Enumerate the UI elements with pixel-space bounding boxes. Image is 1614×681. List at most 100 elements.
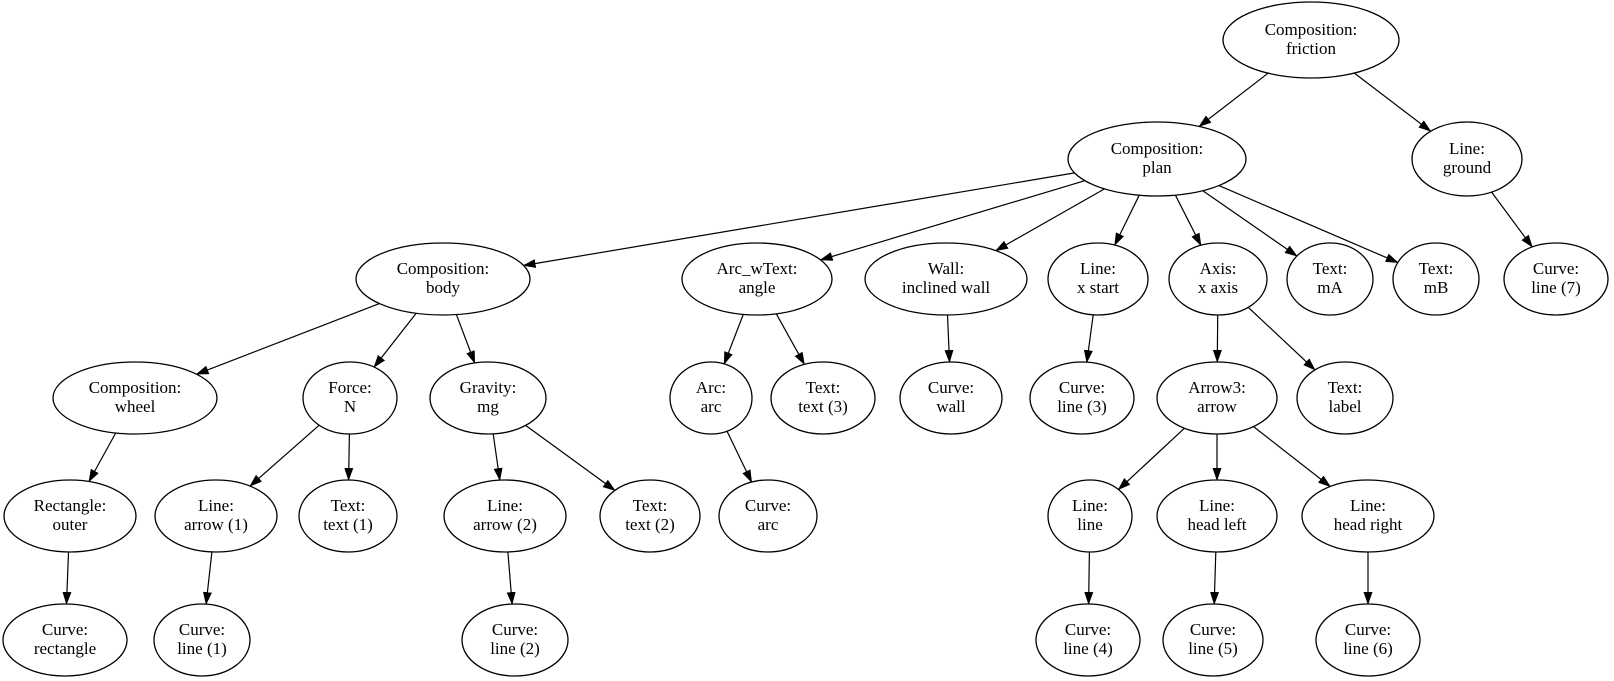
node-label-line1: Curve: [492, 620, 538, 639]
node-mA: Text:mA [1286, 242, 1374, 316]
node-label-line1: Line: [487, 496, 523, 515]
node-label-line2: line (6) [1343, 639, 1393, 658]
node-label: Arc_wText:angle [717, 259, 798, 297]
edge-plan-xaxis [1174, 194, 1202, 247]
node-label: Line:x start [1077, 259, 1119, 297]
node-arrow3: Arrow3:arrow [1156, 361, 1278, 435]
node-ellipse [1156, 361, 1278, 435]
edge-lineline-line4 [1084, 551, 1094, 605]
edge-plan-mA [1202, 190, 1298, 257]
node-label-line1: Composition: [89, 378, 182, 397]
node-label-line2: body [426, 278, 461, 297]
node-label: Curve:line (7) [1531, 259, 1581, 297]
node-label: Curve:wall [928, 378, 974, 416]
edge-gravity-arrow2 [492, 433, 503, 482]
node-label-line1: Curve: [179, 620, 225, 639]
node-label-line2: x start [1077, 278, 1119, 297]
node-line7: Curve:line (7) [1503, 242, 1609, 316]
node-label-line1: Line: [1080, 259, 1116, 278]
node-ellipse [52, 361, 218, 435]
node-label: Axis:x axis [1198, 259, 1238, 297]
node-wall: Wall:inclined wall [864, 242, 1028, 316]
node-ellipse [599, 479, 701, 553]
node-label: Composition:body [397, 259, 490, 297]
node-label-line2: line (4) [1063, 639, 1113, 658]
edge-arrow3-headright [1253, 426, 1331, 488]
node-body: Composition:body [355, 242, 531, 316]
node-label-line1: Arc_wText: [717, 259, 798, 278]
node-label-line2: arc [758, 515, 779, 534]
node-arrow1: Line:arrow (1) [154, 479, 278, 553]
node-label-line1: Gravity: [460, 378, 517, 397]
node-label-line2: line (1) [177, 639, 227, 658]
node-label: Gravity:mg [460, 378, 517, 416]
node-ellipse [899, 361, 1003, 435]
node-ellipse [154, 479, 278, 553]
node-label: Wall:inclined wall [902, 259, 991, 297]
node-label: Line:arrow (1) [184, 496, 248, 534]
node-label-line1: Line: [1449, 139, 1485, 158]
node-xstart: Line:x start [1047, 242, 1149, 316]
node-label-line2: label [1328, 397, 1361, 416]
node-arc: Arc:arc [669, 361, 753, 435]
node-label-line1: Text: [1328, 378, 1363, 397]
node-label-line1: Arrow3: [1188, 378, 1246, 397]
node-label-line2: mg [477, 397, 499, 416]
node-label: Line:head left [1188, 496, 1247, 534]
node-label-line2: line (3) [1057, 397, 1107, 416]
node-curvearc: Curve:arc [718, 479, 818, 553]
node-ellipse [1029, 361, 1135, 435]
edge-forceN-text1 [344, 433, 354, 481]
node-ellipse [1168, 242, 1268, 316]
edge-plan-angle [819, 180, 1085, 261]
node-label-line2: ground [1443, 158, 1492, 177]
node-label: Composition:friction [1265, 20, 1358, 58]
node-label-line1: Wall: [928, 259, 964, 278]
node-text1: Text:text (1) [298, 479, 398, 553]
node-label-line2: inclined wall [902, 278, 991, 297]
node-ellipse [1503, 242, 1609, 316]
node-ellipse [718, 479, 818, 553]
node-label-line2: N [344, 397, 356, 416]
node-ellipse [1047, 479, 1133, 553]
node-label-line2: arc [701, 397, 722, 416]
node-label-line1: Axis: [1200, 259, 1237, 278]
node-label-line1: Force: [328, 378, 371, 397]
node-lineline: Line:line [1047, 479, 1133, 553]
node-label: Line:line [1072, 496, 1108, 534]
node-ellipse [669, 361, 753, 435]
node-label-line2: line (7) [1531, 278, 1581, 297]
node-ellipse [298, 479, 398, 553]
node-label: Text:label [1296, 361, 1394, 435]
node-label: Curve:line (5) [1188, 620, 1238, 658]
edge-friction-plan [1198, 72, 1269, 128]
node-label-line1: Line: [198, 496, 234, 515]
node-label-line2: wall [936, 397, 966, 416]
node-ellipse [1162, 603, 1264, 677]
node-line6: Curve:line (6) [1315, 603, 1421, 677]
node-label: Curve:line (4) [1063, 620, 1113, 658]
node-gravity: Gravity:mg [429, 361, 547, 435]
node-ellipse [1296, 361, 1394, 435]
node-label-line1: Text: [331, 496, 366, 515]
node-forceN: Force:N [302, 361, 398, 435]
node-line2: Curve:line (2) [461, 603, 569, 677]
edge-forceN-arrow1 [249, 424, 320, 487]
edge-plan-xstart [1114, 195, 1140, 246]
node-label-line1: Curve: [1345, 620, 1391, 639]
node-label-line1: Line: [1350, 496, 1386, 515]
node-ellipse [461, 603, 569, 677]
node-text3: Text:text (3) [770, 361, 876, 435]
node-line5: Curve:line (5) [1162, 603, 1264, 677]
node-label: Curve:rectangle [34, 620, 96, 658]
node-mB: Text:mB [1392, 242, 1480, 316]
node-label-line1: Text: [633, 496, 668, 515]
node-label-line2: text (2) [625, 515, 675, 534]
node-label: Arc:arc [696, 378, 726, 416]
node-label-line2: text (3) [798, 397, 848, 416]
node-ellipse [770, 361, 876, 435]
node-label-line1: Curve: [1059, 378, 1105, 397]
node-headleft: Line:head left [1156, 479, 1278, 553]
node-ground: Line:ground [1411, 121, 1523, 197]
